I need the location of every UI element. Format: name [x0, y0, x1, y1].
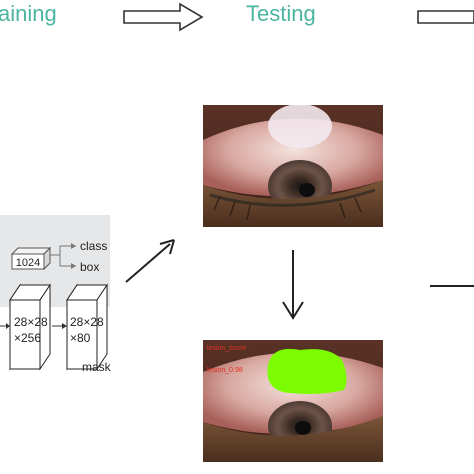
segmentation-mask	[267, 348, 347, 394]
overlay-text-1: lesion_score	[207, 345, 246, 352]
input-eye-photo	[203, 105, 383, 227]
mask-block-1: 28×28 ×256	[9, 283, 51, 371]
arrow-to-input-photo	[125, 243, 171, 283]
overlay-text-2: lesion_0.98	[207, 367, 243, 374]
training-label: aining	[0, 1, 57, 26]
mask-block-1-line-1: 28×28	[14, 315, 48, 329]
output-box-label: box	[80, 260, 99, 274]
mask-block-1-line-2: ×256	[14, 331, 41, 345]
mask-block-2-line-2: ×80	[70, 331, 91, 345]
fc-layer-box: 1024	[10, 246, 52, 271]
testing-label: Testing	[246, 1, 316, 26]
output-class-label: class	[80, 239, 107, 253]
arrow-to-box	[59, 255, 76, 267]
mask-block-2: 28×28 ×80	[66, 283, 108, 371]
output-eye-photo: lesion_score lesion_0.98	[203, 340, 383, 462]
output-mask-label: mask	[82, 360, 112, 374]
flow-arrow-top-1	[123, 2, 204, 32]
arrow-to-class	[50, 245, 76, 256]
mask-block-2-line-1: 28×28	[70, 315, 104, 329]
flow-arrow-top-2	[417, 10, 474, 24]
fc-size-label: 1024	[16, 257, 40, 269]
